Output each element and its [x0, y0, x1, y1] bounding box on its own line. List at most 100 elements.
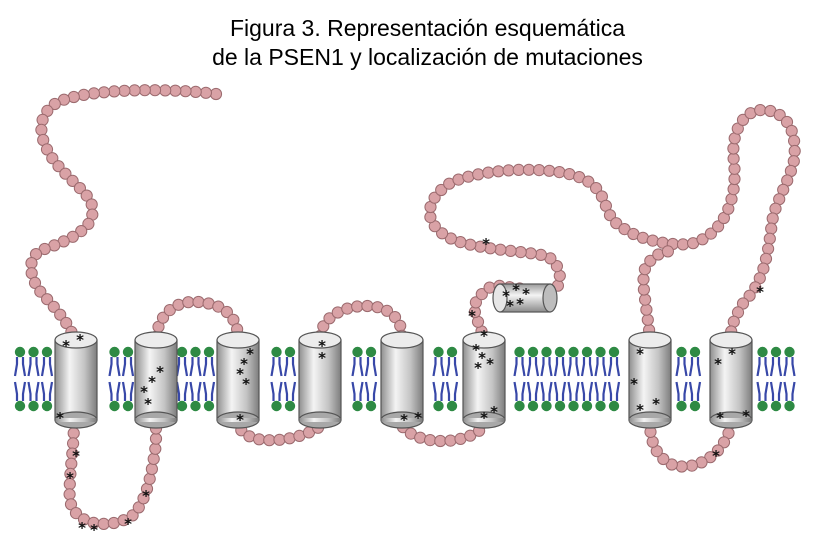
amino-acid-bead — [108, 85, 121, 98]
mutation-asterisk: * — [502, 287, 510, 305]
amino-acid-bead — [610, 217, 623, 230]
amino-acid-bead — [736, 113, 750, 127]
amino-acid-bead — [394, 319, 407, 332]
amino-acid-bead — [603, 209, 617, 222]
mutation-asterisk: * — [636, 401, 644, 419]
lipid-molecule — [540, 346, 553, 412]
amino-acid-bead — [361, 299, 374, 313]
transmembrane-helix — [628, 331, 672, 429]
amino-acid-bead — [640, 303, 653, 316]
mutation-asterisk: * — [72, 447, 80, 465]
mutation-asterisk: * — [78, 519, 86, 537]
amino-acid-bead — [749, 281, 762, 294]
mutation-asterisk: * — [716, 409, 724, 427]
amino-acid-bead — [661, 245, 675, 258]
transmembrane-helices — [54, 283, 753, 429]
amino-acid-bead — [494, 243, 507, 256]
transmembrane-helix — [709, 331, 753, 429]
amino-acid-bead — [788, 144, 801, 158]
amino-acid-bead — [159, 84, 172, 97]
amino-acid-bead — [762, 242, 775, 255]
lipid-molecule — [27, 346, 40, 412]
mutation-asterisk: * — [414, 409, 422, 427]
amino-acid-bead — [522, 163, 536, 176]
transmembrane-helix — [216, 331, 260, 429]
mutation-asterisk: * — [148, 373, 156, 391]
mutation-asterisk: * — [66, 469, 74, 487]
amino-acid-bead — [66, 174, 79, 187]
amino-acid-bead — [725, 193, 738, 206]
transmembrane-helix — [298, 331, 342, 429]
mutation-asterisk: * — [400, 411, 408, 429]
lipid-molecule — [432, 346, 445, 412]
lipid-molecule — [283, 346, 297, 412]
amino-acid-bead — [785, 124, 798, 138]
mutation-asterisk: * — [236, 411, 244, 429]
amino-acid-bead — [118, 84, 131, 97]
amino-acid-bead — [646, 435, 659, 448]
amino-acid-bead — [727, 183, 740, 196]
amino-acid-bead — [464, 238, 477, 251]
amino-acid-bead — [641, 313, 654, 326]
amino-acid-bead — [657, 452, 670, 466]
lipid-molecule — [175, 346, 189, 412]
amino-acid-bead — [97, 86, 111, 99]
amino-acid-bead — [469, 296, 482, 309]
amino-acid-bead — [712, 220, 725, 233]
amino-acid-bead — [199, 86, 212, 99]
amino-acid-bead — [704, 227, 718, 240]
amino-acid-bead — [48, 97, 61, 111]
amino-acid-bead — [163, 304, 176, 317]
amino-acid-bead — [444, 232, 457, 245]
horizontal-helix — [492, 283, 558, 313]
mutation-asterisk: * — [124, 515, 132, 533]
mutation-asterisk: * — [62, 337, 70, 355]
protein-chain — [25, 84, 801, 531]
mutation-asterisk: * — [144, 395, 152, 413]
amino-acid-bead — [69, 506, 83, 520]
amino-acid-bead — [637, 273, 650, 286]
mutation-asterisk: * — [156, 363, 164, 381]
amino-acid-bead — [36, 113, 49, 127]
amino-acid-bead — [424, 434, 437, 447]
amino-acid-bead — [766, 212, 779, 225]
amino-acid-bead — [253, 433, 266, 446]
amino-acid-bead — [717, 436, 731, 449]
amino-acid-bead — [351, 300, 364, 313]
lipid-molecule — [675, 346, 688, 412]
mutation-asterisk: * — [756, 283, 764, 301]
mutation-asterisk: * — [712, 447, 720, 465]
amino-acid-bead — [444, 434, 457, 447]
amino-acid-bead — [533, 164, 546, 177]
amino-acid-bead — [323, 312, 336, 325]
mutation-asterisk: * — [236, 365, 244, 383]
amino-acid-bead — [428, 191, 441, 204]
amino-acid-bead — [73, 182, 87, 195]
amino-acid-bead — [59, 167, 72, 180]
mutation-asterisk: * — [630, 375, 638, 393]
mutation-asterisk: * — [506, 297, 514, 315]
amino-acid-bead — [128, 84, 141, 97]
amino-acid-bead — [25, 257, 38, 270]
amino-acid-bead — [435, 183, 448, 197]
amino-acid-bead — [482, 166, 495, 179]
amino-acid-bead — [462, 170, 475, 183]
lipid-molecule — [769, 346, 783, 412]
mutation-asterisk: * — [56, 409, 64, 427]
amino-acid-bead — [763, 232, 776, 245]
amino-acid-bead — [550, 260, 564, 273]
mutation-asterisk: * — [318, 349, 326, 367]
amino-acid-bead — [209, 87, 223, 101]
amino-acid-bead — [47, 300, 60, 313]
amino-acid-bead — [97, 517, 110, 531]
mutation-asterisk: * — [242, 375, 250, 393]
amino-acid-bead — [727, 142, 740, 155]
amino-acid-bead — [126, 509, 139, 522]
amino-acid-bead — [179, 85, 192, 98]
amino-acid-bead — [34, 285, 47, 298]
mutation-asterisk: * — [478, 349, 486, 367]
mutation-asterisk: * — [486, 355, 494, 373]
amino-acid-bead — [212, 300, 225, 313]
lipid-molecule — [553, 346, 567, 412]
amino-acid-bead — [514, 246, 527, 259]
